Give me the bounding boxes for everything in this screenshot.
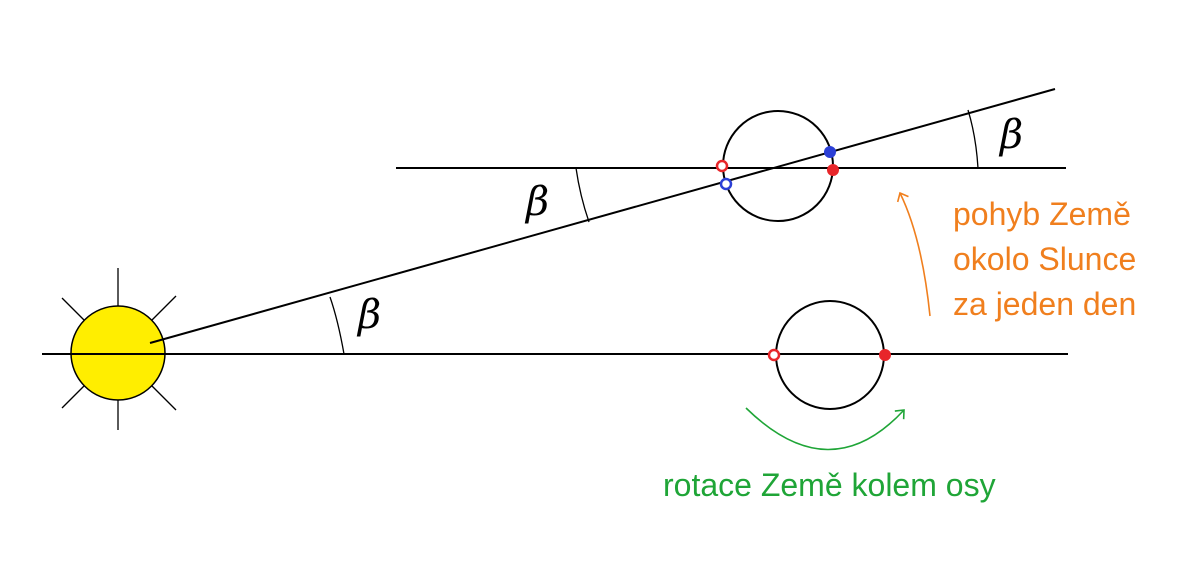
rotation-caption: rotace Země kolem osy bbox=[663, 467, 996, 503]
orbit-motion-caption: pohyb Země okolo Slunce za jeden den bbox=[953, 196, 1136, 322]
orbit-caption-line-2: okolo Slunce bbox=[953, 241, 1136, 277]
marker-blue-filled bbox=[824, 146, 836, 158]
earth-position-1 bbox=[767, 300, 891, 410]
sun bbox=[61, 268, 177, 430]
marker-red-filled-1 bbox=[879, 349, 891, 361]
beta-label-upper-right: β bbox=[998, 112, 1023, 158]
orbit-caption-line-3: za jeden den bbox=[953, 286, 1136, 322]
marker-red-filled-2 bbox=[827, 164, 839, 176]
orbit-caption-line-1: pohyb Země bbox=[953, 196, 1131, 232]
sun-earth-slanted-line bbox=[149, 88, 1056, 344]
orbit-motion-arrow bbox=[896, 191, 931, 317]
angle-arc-at-sun bbox=[329, 296, 345, 355]
beta-label-sun: β bbox=[356, 292, 381, 338]
angle-arc-upper-right bbox=[967, 109, 979, 169]
marker-red-hollow-1 bbox=[767, 348, 781, 362]
rotation-arrow bbox=[745, 407, 905, 451]
beta-label-upper-left: β bbox=[524, 179, 549, 225]
marker-red-hollow-2 bbox=[715, 159, 729, 173]
marker-blue-hollow bbox=[719, 177, 733, 191]
sun-rays bbox=[61, 268, 177, 430]
angle-arc-upper-left bbox=[575, 167, 590, 223]
earth-position-2 bbox=[715, 110, 839, 222]
